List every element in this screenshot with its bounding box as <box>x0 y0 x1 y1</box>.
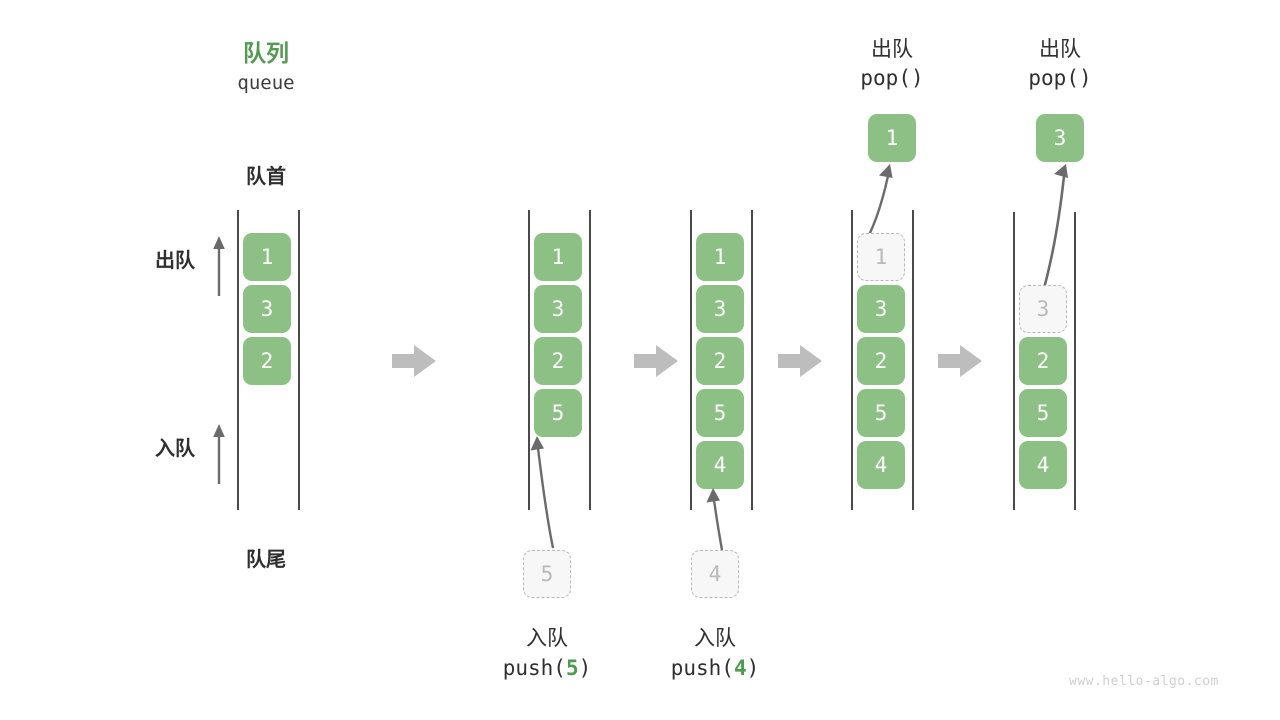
queue-cell[interactable]: 3 <box>1019 285 1067 333</box>
popped-cell[interactable]: 1 <box>868 114 916 162</box>
push-caption-code: push(5) <box>502 656 592 680</box>
queue-cell[interactable]: 5 <box>857 389 905 437</box>
queue-cell[interactable]: 2 <box>857 337 905 385</box>
pop-caption-cn: 出队 <box>1039 38 1081 61</box>
front-label: 队首 <box>246 166 286 188</box>
queue-cell[interactable]: 3 <box>534 285 582 333</box>
queue-rail-left-push4 <box>690 210 692 510</box>
dequeue-direction-arrow-icon <box>213 236 225 296</box>
pop-caption-code: pop() <box>860 66 924 90</box>
step-arrow-icon <box>392 345 436 377</box>
step-arrow-icon <box>778 345 822 377</box>
push-caption-code: push(4) <box>670 656 760 680</box>
queue-cell[interactable]: 1 <box>534 233 582 281</box>
queue-cell[interactable]: 5 <box>1019 389 1067 437</box>
queue-cell[interactable]: 4 <box>1019 441 1067 489</box>
queue-cell[interactable]: 1 <box>857 233 905 281</box>
dequeue-direction-label: 出队 <box>155 250 195 272</box>
queue-cell[interactable]: 2 <box>534 337 582 385</box>
push-caption-cn: 入队 <box>694 627 736 650</box>
enqueue-direction-arrow-icon <box>213 424 225 484</box>
queue-cell[interactable]: 5 <box>534 389 582 437</box>
push-source-cell[interactable]: 4 <box>691 550 739 598</box>
watermark: www.hello-algo.com <box>1069 674 1219 689</box>
pop-caption-cn: 出队 <box>871 38 913 61</box>
push-caption-cn: 入队 <box>526 627 568 650</box>
push-source-cell[interactable]: 5 <box>523 550 571 598</box>
popped-cell[interactable]: 3 <box>1036 114 1084 162</box>
enqueue-direction-label: 入队 <box>155 438 195 460</box>
queue-rail-right-push5 <box>589 210 591 510</box>
rear-label: 队尾 <box>246 549 286 571</box>
push-arg: 5 <box>565 656 579 680</box>
queue-rail-right-pop1 <box>912 210 914 510</box>
queue-cell[interactable]: 3 <box>696 285 744 333</box>
queue-rail-right-pop3 <box>1074 212 1076 510</box>
queue-cell[interactable]: 1 <box>696 233 744 281</box>
pop-caption-code: pop() <box>1028 66 1092 90</box>
push-arg: 4 <box>733 656 747 680</box>
step-arrow-icon <box>634 345 678 377</box>
queue-cell[interactable]: 4 <box>696 441 744 489</box>
push-motion-arrow-icon <box>706 488 724 551</box>
queue-cell[interactable]: 2 <box>1019 337 1067 385</box>
queue-rail-left-push5 <box>528 210 530 510</box>
queue-rail-left-initial <box>237 210 239 510</box>
queue-cell[interactable]: 1 <box>243 233 291 281</box>
pop-motion-arrow-icon <box>1038 164 1068 303</box>
queue-title-en: queue <box>237 72 295 94</box>
queue-rail-right-initial <box>298 210 300 510</box>
step-arrow-icon <box>938 345 982 377</box>
queue-cell[interactable]: 2 <box>243 337 291 385</box>
queue-cell[interactable]: 3 <box>857 285 905 333</box>
queue-title-cn: 队列 <box>243 40 289 66</box>
queue-cell[interactable]: 5 <box>696 389 744 437</box>
queue-cell[interactable]: 2 <box>696 337 744 385</box>
queue-rail-right-push4 <box>751 210 753 510</box>
queue-cell[interactable]: 4 <box>857 441 905 489</box>
push-motion-arrow-icon <box>530 436 555 549</box>
queue-cell[interactable]: 3 <box>243 285 291 333</box>
queue-rail-left-pop3 <box>1013 212 1015 510</box>
queue-rail-left-pop1 <box>851 210 853 510</box>
